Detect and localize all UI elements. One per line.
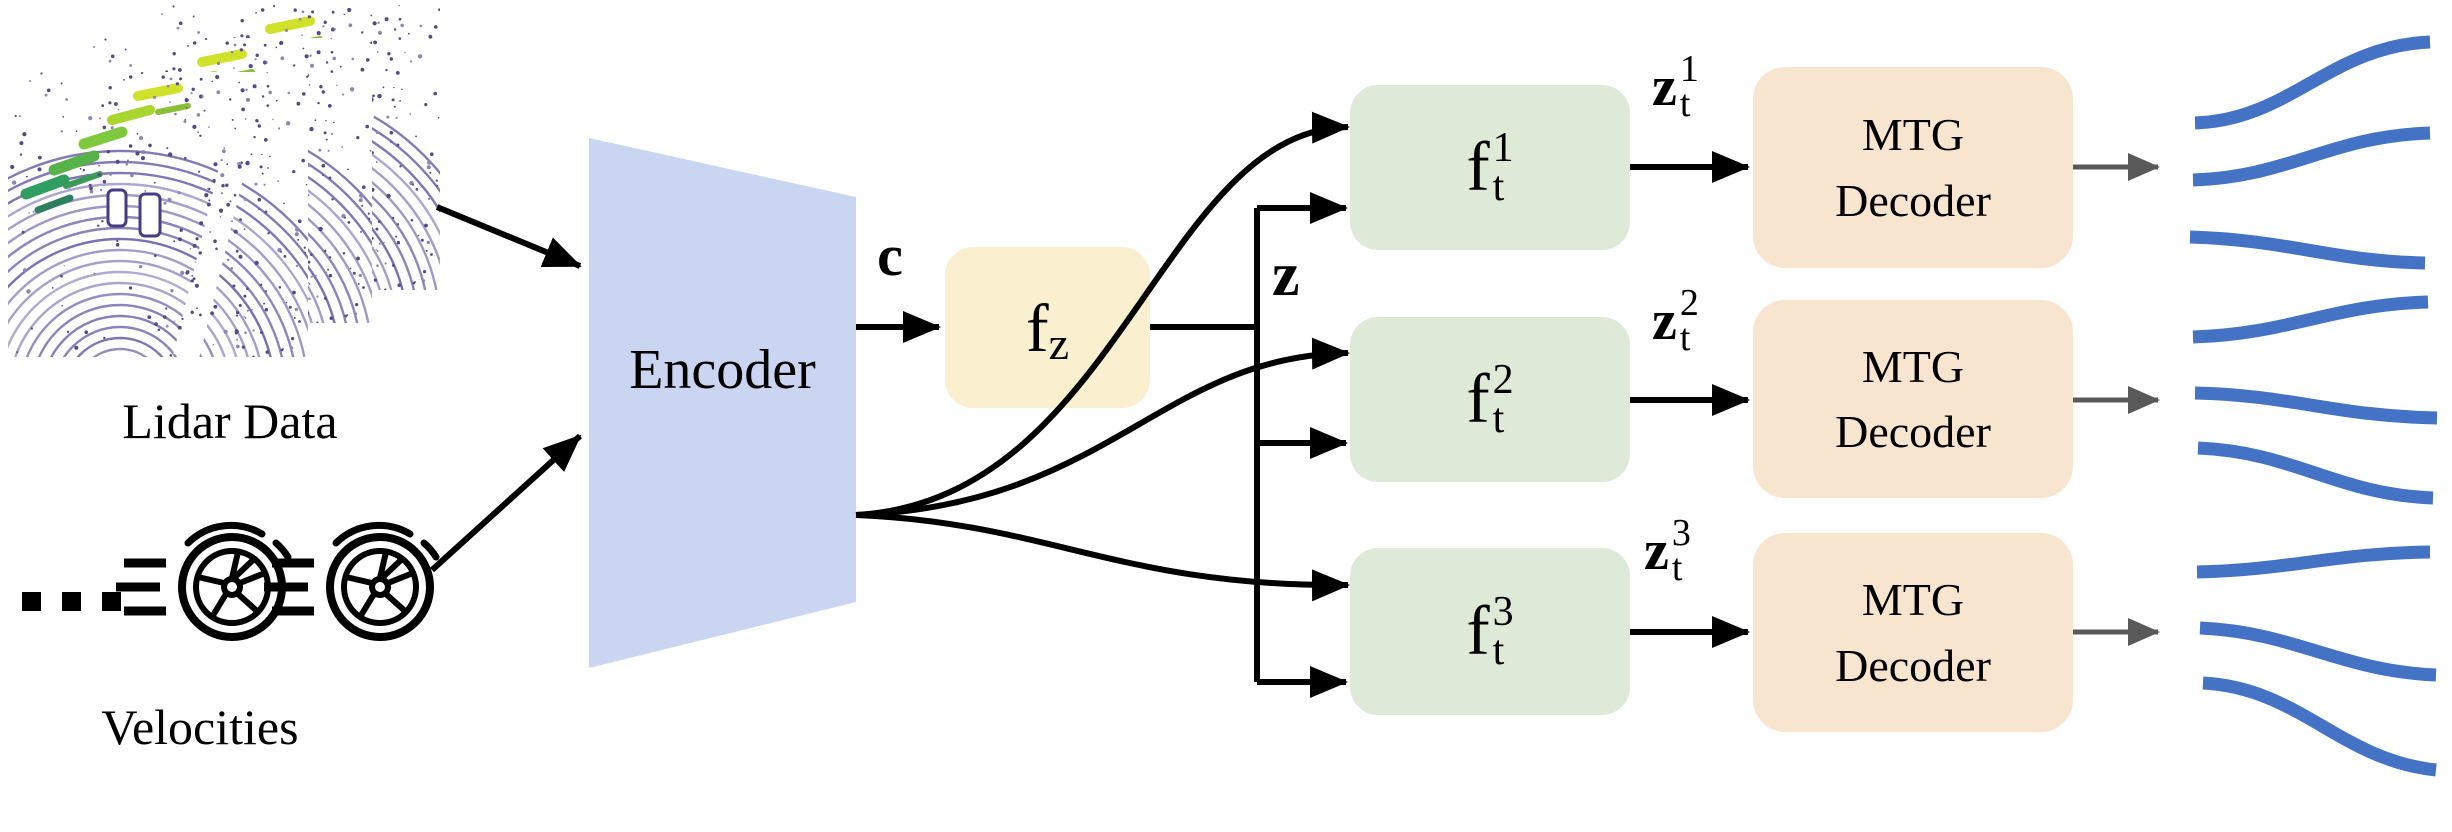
encoder-to-ft3-curve [855, 512, 1350, 602]
lidar-data-label: Lidar Data [122, 393, 338, 449]
mtg-decoder2-box: MTG Decoder [1753, 300, 2073, 498]
mtg-decoder3-line2: Decoder [1835, 639, 1991, 691]
ellipsis-icon [22, 592, 121, 611]
trajectory-curve [2189, 230, 2426, 270]
velocities-label: Velocities [101, 699, 299, 755]
encoder-block [589, 138, 856, 668]
velocities-to-encoder-arrow [429, 433, 583, 573]
wheel-icon [264, 525, 436, 637]
trajectory-curve [2194, 386, 2438, 425]
mtg-decoder1-box: MTG Decoder [1753, 67, 2073, 268]
trajectory-curve [2202, 676, 2437, 777]
encoder-to-ft1-curve [855, 111, 1350, 518]
trajectory-curve [2197, 441, 2434, 505]
mtg-decoder1-line2: Decoder [1835, 174, 1991, 226]
wheel-icon [116, 525, 288, 637]
z-label: z [1272, 241, 1300, 309]
lidar-to-encoder-arrow [435, 204, 582, 269]
mtg-decoder1-line1: MTG [1861, 109, 1965, 161]
trajectory-curve [2199, 621, 2437, 682]
encoder-label: Encoder [629, 339, 816, 401]
trajectory-curve [2196, 545, 2431, 579]
mtg-decoder3-line1: MTG [1861, 574, 1965, 626]
encoder-to-ft2-curve [855, 337, 1350, 518]
trajectory-curve [2192, 295, 2429, 344]
mtg-decoder3-box: MTG Decoder [1753, 533, 2073, 732]
trajectory-curve [2194, 35, 2431, 130]
mtg-decoder2-line1: MTG [1861, 340, 1965, 392]
mtg-decoder2-line2: Decoder [1835, 406, 1991, 457]
trajectory-curves [2189, 35, 2438, 777]
trajectory-curve [2192, 126, 2431, 187]
c-label: c [877, 223, 903, 288]
